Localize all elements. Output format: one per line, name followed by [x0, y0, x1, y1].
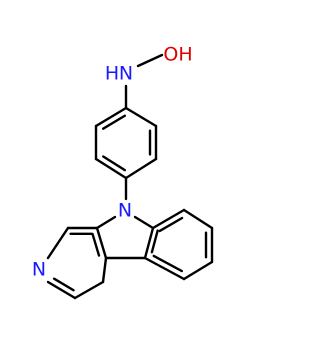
indole-n-label: N: [118, 200, 132, 222]
pyridine-n-label: N: [32, 259, 46, 281]
phenyl-double-bond-3: [101, 114, 126, 130]
hydroxyl-oh-label: OH: [163, 44, 192, 66]
n-o-bond: [136, 53, 164, 68]
n2-c3-bond: [46, 280, 77, 300]
benzo-bond-4: [143, 256, 186, 281]
bond-layer: [46, 53, 214, 300]
hydroxylamine-h-label: H: [105, 63, 119, 85]
c4b-c8a-double-bond: [150, 229, 159, 254]
benzo-bond-0: [151, 208, 186, 230]
c4-c4a-bond: [101, 256, 108, 284]
hydroxylamine-n-label: N: [119, 63, 133, 85]
benzo-bond-3: [182, 260, 214, 281]
phenyl-bond-2: [124, 157, 158, 180]
c9a-c4a-bond: [95, 226, 108, 260]
n-c9a-bond: [95, 215, 117, 230]
benzo-double-bond-1: [158, 216, 184, 233]
n-c8a-bond: [133, 215, 155, 230]
c4a-c9a-double-bond: [91, 232, 101, 257]
benzo-double-bond-3: [152, 254, 184, 273]
c1-n2-bond: [46, 226, 70, 260]
c4b-c8a-bond: [143, 226, 155, 260]
structure-canvas: H N OH N N: [32, 44, 214, 300]
phenyl-bond-0: [124, 106, 158, 128]
c3-c4-bond: [73, 280, 105, 300]
molecule-diagram: H N OH N N: [32, 44, 214, 300]
phenyl-bond-5: [94, 106, 128, 128]
phenyl-bond-3: [94, 157, 128, 180]
benzo-bond-1: [182, 208, 214, 230]
n2-c3-double-bond: [52, 277, 75, 292]
phenyl-double-bond-2: [102, 155, 127, 172]
